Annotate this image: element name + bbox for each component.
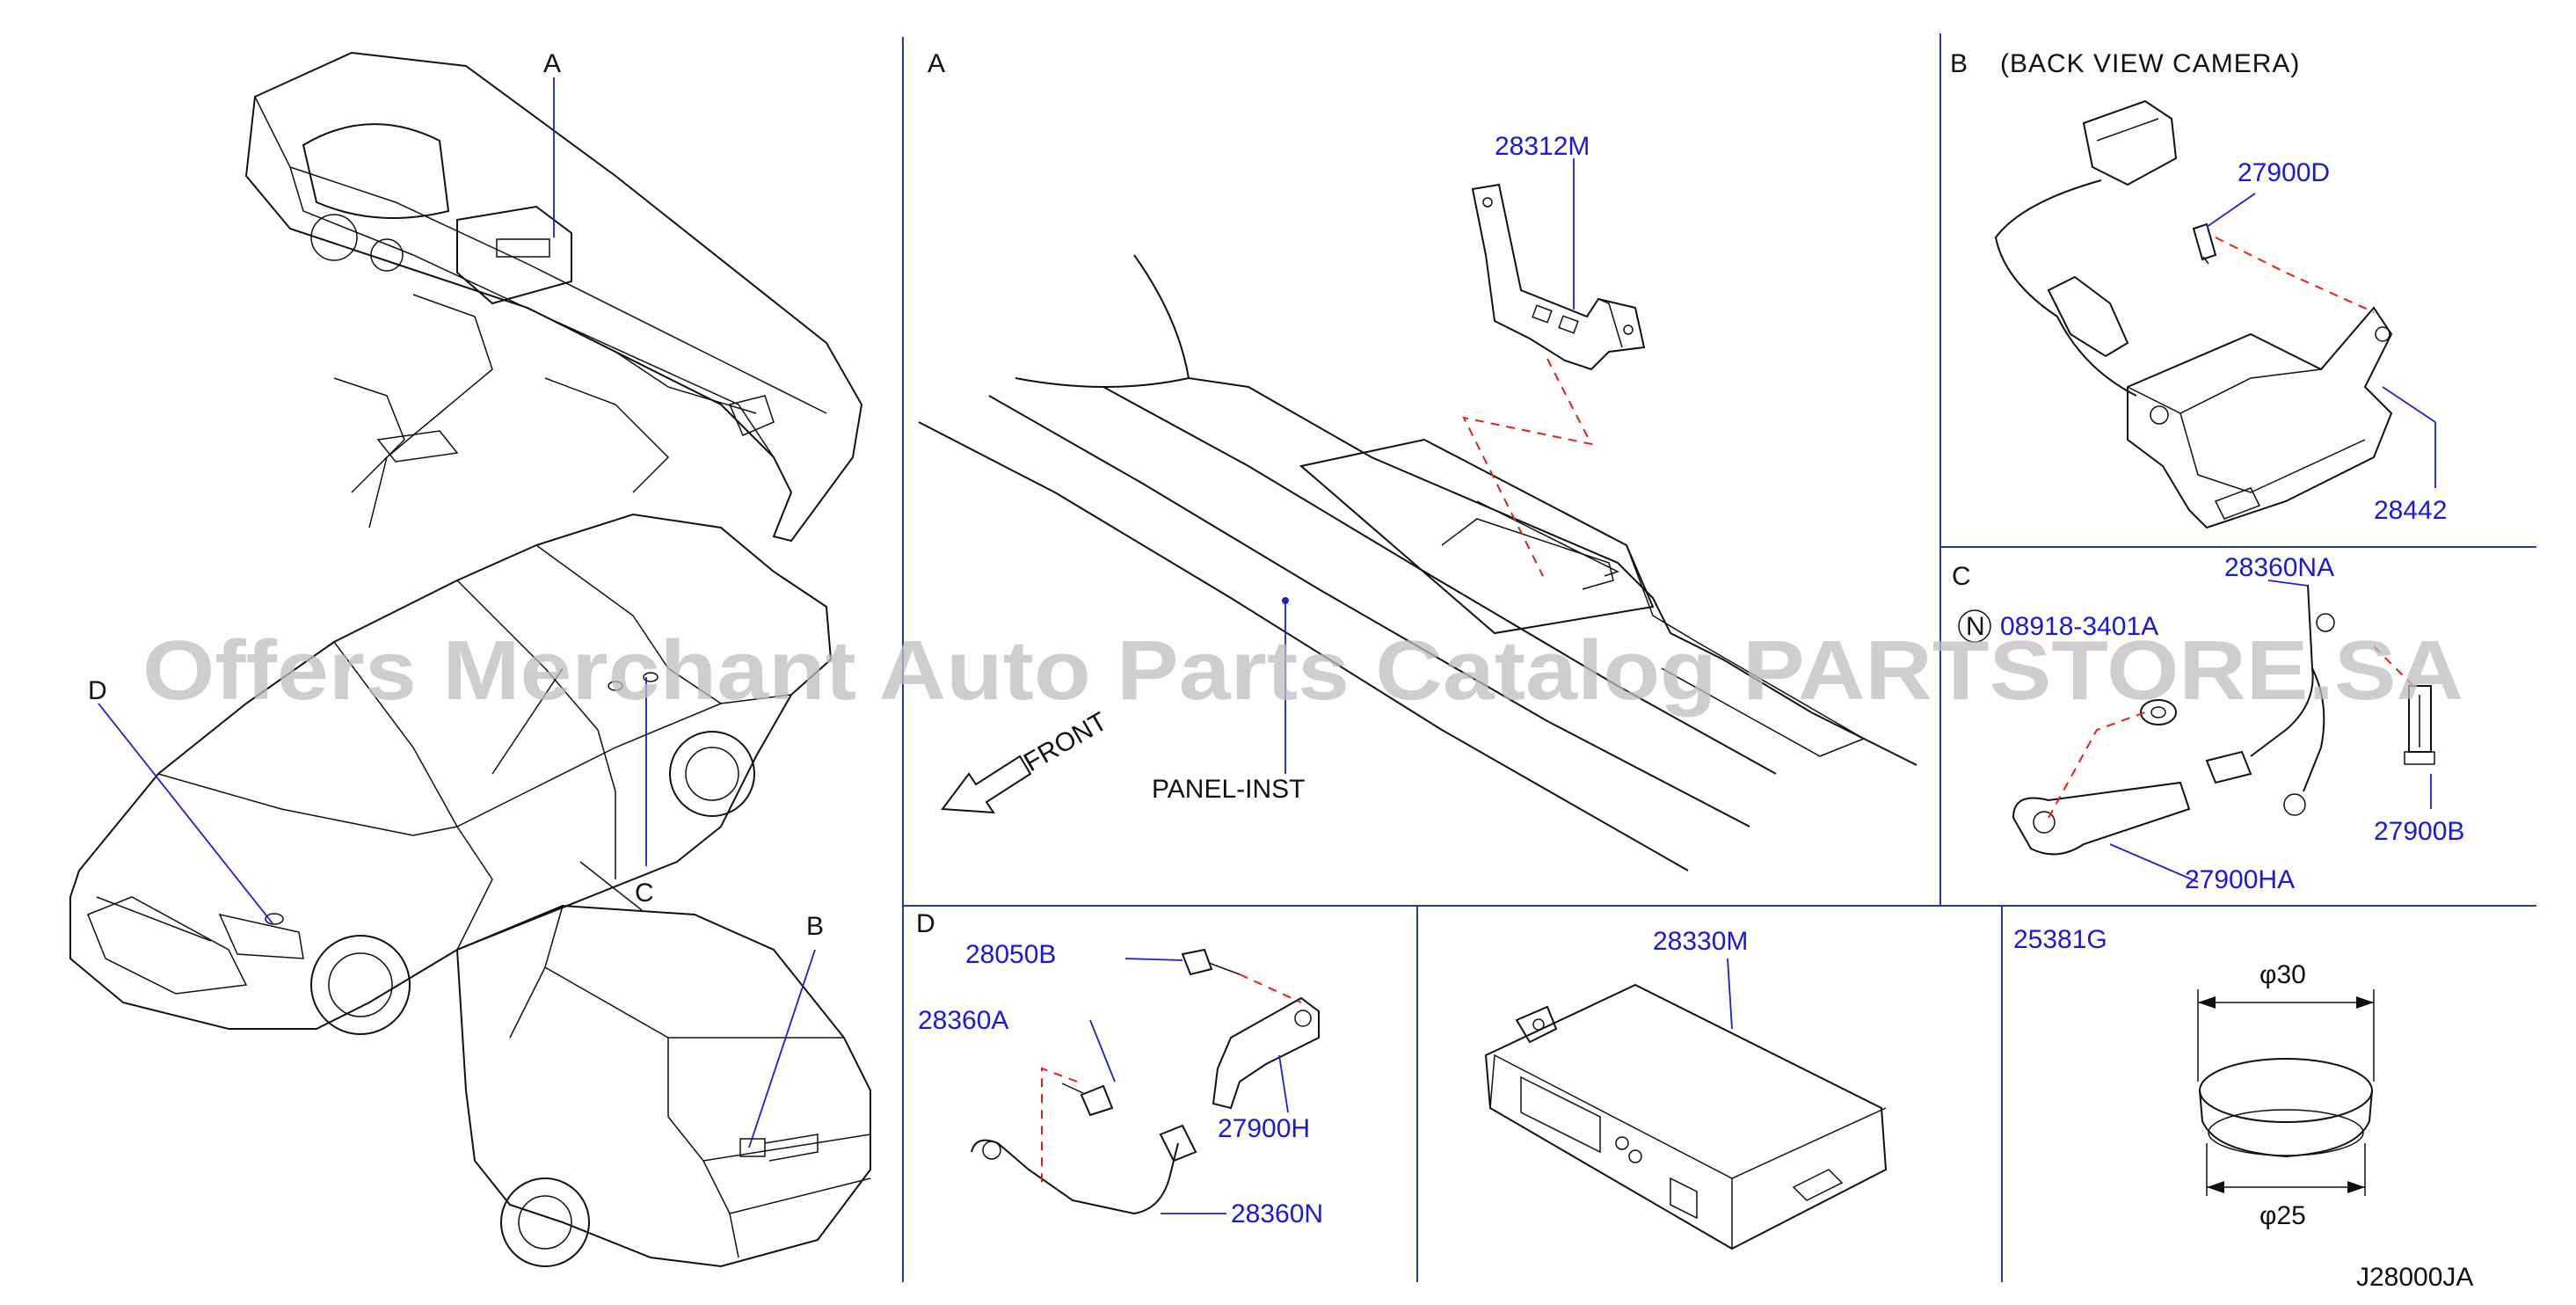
section-d-letter: D [916,909,936,938]
section-a-letter: A [928,49,945,78]
instrument-panel-drawing [918,254,1917,871]
part-27900ha[interactable]: 27900HA [2185,865,2295,894]
sedan-rear-overview-drawing [455,904,871,1268]
plug-25381g-drawing [2197,989,2375,1196]
back-view-camera-drawing [1994,99,2393,529]
part-27900d[interactable]: 27900D [2238,158,2330,187]
section-c-letter: C [1952,562,1972,591]
part-25381g[interactable]: 25381G [2013,925,2107,954]
part-28360n[interactable]: 28360N [1231,1199,1323,1228]
control-unit-28330m-drawing [1484,983,1888,1250]
overview-leaders [98,77,816,1148]
section-b-letter: B [1950,49,1968,78]
panel-dividers [902,33,2536,1282]
overview-label-c: C [635,879,654,908]
ground-harness-d-drawing [971,948,1320,1215]
nut-symbol-circle [1958,609,1991,643]
bracket-28312m-drawing [1471,183,1646,371]
part-27900h[interactable]: 27900H [1218,1114,1310,1143]
part-27900b[interactable]: 27900B [2374,817,2464,846]
part-28050b[interactable]: 28050B [965,940,1056,969]
overview-label-b: B [806,912,824,941]
sedan-front-overview-drawing [69,513,833,1035]
nut-symbol: N [1966,612,1985,641]
dimension-bottom: φ25 [2259,1201,2306,1230]
diagram-code: J28000JA [2356,1263,2473,1292]
overview-label-d: D [88,676,107,705]
ground-harness-c-drawing [2012,584,2435,856]
part-28330m[interactable]: 28330M [1653,927,1748,956]
part-28360na[interactable]: 28360NA [2224,553,2334,582]
part-28312m[interactable]: 28312M [1495,132,1590,161]
part-28442[interactable]: 28442 [2374,496,2447,525]
overview-label-a: A [543,49,561,78]
dimension-top: φ30 [2259,960,2306,989]
section-b-title: (BACK VIEW CAMERA) [2000,49,2300,78]
dashboard-overview-drawing [244,51,863,543]
panel-inst-label: PANEL-INST [1152,775,1305,804]
part-08918-3401a[interactable]: 08918-3401A [2000,612,2158,641]
front-arrow-icon [941,755,1032,814]
part-28360a[interactable]: 28360A [918,1006,1008,1035]
watermark-text: Offers Merchant Auto Parts Catalog PARTS… [142,623,2463,718]
